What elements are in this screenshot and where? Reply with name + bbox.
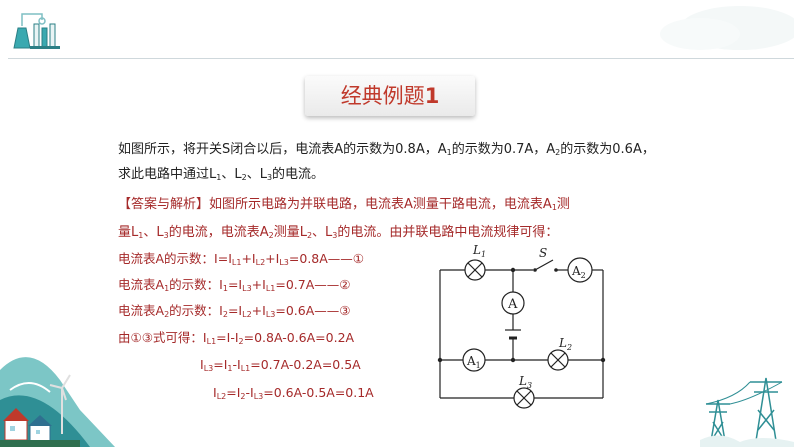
switch-S: S: [533, 246, 558, 272]
example-title-panel: 经典例题1: [305, 76, 475, 116]
lamp-L1: L1: [464, 243, 486, 281]
question-line-2: 求此电路中通过L1、L2、L3的电流。: [118, 167, 325, 182]
svg-text:L3: L3: [518, 374, 532, 390]
svg-text:A2: A2: [571, 264, 586, 280]
ammeter-A: A: [501, 291, 525, 315]
svg-text:A: A: [507, 297, 518, 312]
answer-tag: 【答案与解析】: [118, 197, 210, 212]
lamp-L3: L3: [513, 374, 535, 409]
lab-flask-logo-icon: [13, 13, 60, 49]
svg-text:A1: A1: [466, 354, 481, 370]
page-title: 经典例题1: [340, 84, 440, 108]
svg-text:L2: L2: [558, 336, 572, 352]
calc-line-3: 电流表A2的示数：I2=IL2+IL3=0.6A——③: [118, 303, 351, 319]
ammeter-A1: A1: [462, 348, 486, 372]
svg-text:S: S: [539, 246, 547, 260]
header-divider: [8, 58, 794, 59]
calc-line-5: IL3=I1-IL1=0.7A-0.2A=0.5A: [200, 357, 361, 373]
calc-line-2: 电流表A1的示数：I1=IL3+IL1=0.7A——②: [118, 277, 351, 293]
calc-line-4: 由①③式可得：IL1=I-I2=0.8A-0.6A=0.2A: [118, 330, 355, 346]
lamp-L2: L2: [547, 336, 572, 371]
answer-line-1: 【答案与解析】如图所示电路为并联电路，电流表A测量干路电流，电流表A1测: [118, 197, 570, 212]
svg-text:L1: L1: [472, 243, 486, 259]
answer-line-2: 量L1、L3的电流，电流表A2测量L2、L3的电流。由并联电路中电流规律可得：: [118, 225, 559, 240]
ammeter-A2: A2: [567, 257, 593, 283]
circuit-diagram: L1 S A2 A A1 L2 L3: [437, 243, 606, 409]
battery: [505, 329, 521, 340]
power-pylon-decoration: [700, 377, 794, 447]
landscape-decoration: [0, 357, 115, 447]
cloud-decoration: [660, 6, 794, 50]
question-line-1: 如图所示，将开关S闭合以后，电流表A的示数为0.8A，A1的示数为0.7A，A2…: [118, 142, 655, 157]
calc-line-1: 电流表A的示数：I=IL1+IL2+IL3=0.8A——①: [118, 251, 365, 267]
calc-line-6: IL2=I2-IL3=0.6A-0.5A=0.1A: [213, 385, 374, 401]
